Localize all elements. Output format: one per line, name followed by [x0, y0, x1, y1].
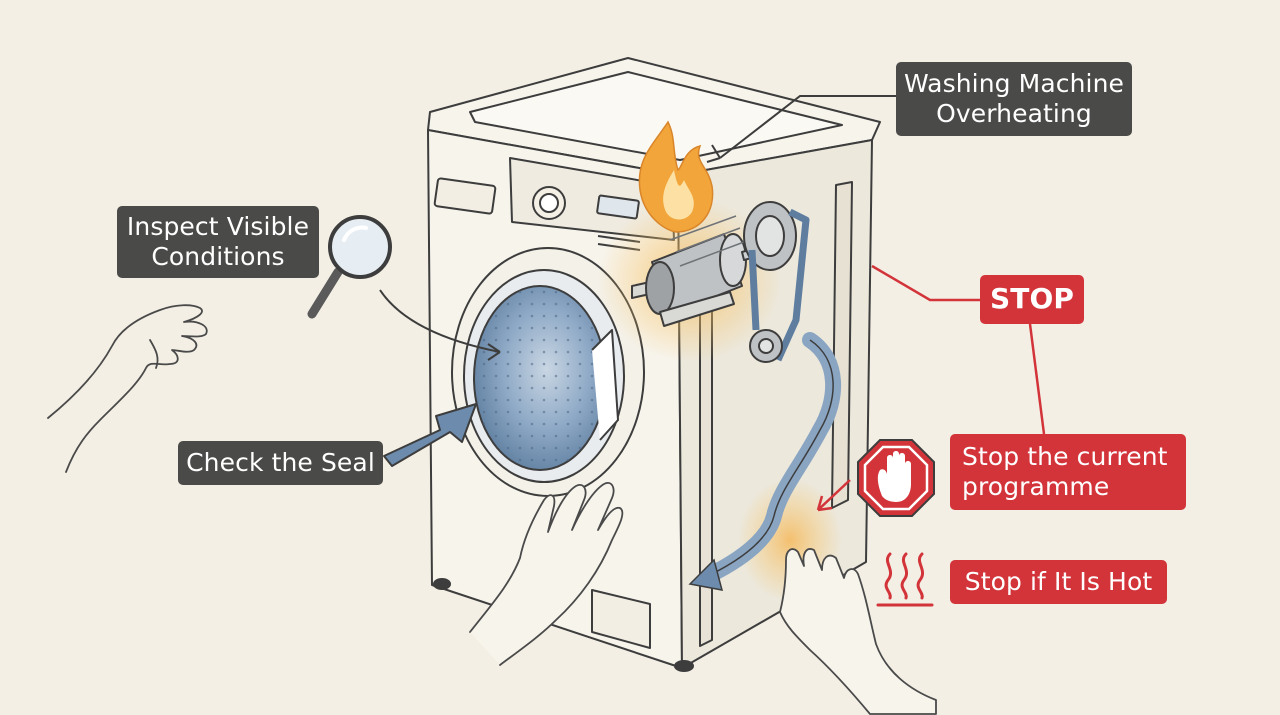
stop-hand-icon: [857, 439, 935, 517]
flame-icon: [638, 120, 714, 233]
seal-arrow: [383, 403, 477, 467]
stop-programme-label: Stop the current programme: [950, 434, 1186, 510]
motor-icon: [631, 201, 810, 363]
hand-icon: [779, 548, 937, 715]
hand-icon: [469, 482, 624, 666]
title-label: Washing Machine Overheating: [896, 62, 1132, 136]
stop-if-hot-label: Stop if It Is Hot: [950, 560, 1167, 604]
flow-arrow: [688, 332, 842, 591]
inspect-conditions-label: Inspect Visible Conditions: [117, 206, 319, 278]
hand-icon: [47, 304, 208, 473]
leader-lines: [379, 95, 1046, 512]
heat-waves-icon: [876, 552, 934, 607]
stop-label: STOP: [980, 275, 1084, 324]
magnifier-icon: [307, 215, 392, 319]
check-seal-label: Check the Seal: [178, 441, 383, 485]
